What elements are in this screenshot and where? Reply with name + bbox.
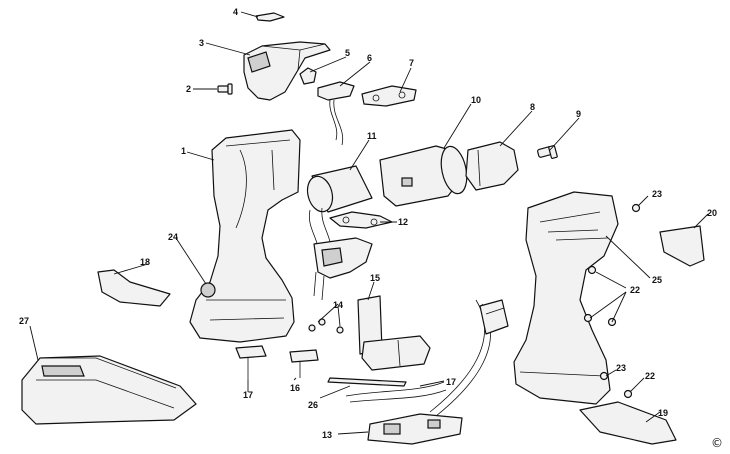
part-7-slider	[361, 85, 417, 107]
copyright-mark: ©	[711, 436, 723, 450]
callout-25: 25	[652, 275, 662, 285]
callout-8: 8	[530, 102, 535, 112]
callout-11: 11	[367, 131, 377, 141]
callout-26: 26	[308, 400, 318, 410]
part-12-gasket	[329, 211, 393, 229]
part-20-base-plate	[579, 401, 677, 445]
part-11-motor	[306, 165, 373, 261]
small-screws	[308, 203, 641, 399]
part-27-charger	[21, 355, 197, 425]
switch-trigger	[313, 237, 373, 301]
right-housing	[513, 191, 619, 405]
terminal-block	[479, 299, 509, 335]
callout-13: 13	[322, 430, 332, 440]
part-3-top-cover	[243, 41, 331, 101]
callout-17: 17	[446, 377, 456, 387]
callout-16: 16	[290, 383, 300, 393]
callout-18: 17	[243, 390, 253, 400]
part-15-battery-cells	[357, 295, 431, 371]
part-6-led-board	[317, 81, 355, 146]
callout-23-top: 23	[652, 189, 662, 199]
callout-1: 1	[181, 146, 186, 156]
callout-14: 14	[333, 300, 343, 310]
part-18-tab	[235, 345, 267, 380]
part-4-clip	[255, 12, 285, 22]
callout-9: 9	[576, 109, 581, 119]
callout-6: 6	[367, 53, 372, 63]
part-19-clip	[97, 269, 171, 307]
callout-22-bottom: 22	[645, 371, 655, 381]
part-10-gearbox	[379, 145, 468, 207]
part-1-left-housing	[189, 129, 301, 343]
part-5-knob	[299, 67, 317, 85]
callout-27: 27	[19, 316, 29, 326]
part-16-tab	[289, 349, 319, 378]
callout-15: 15	[370, 273, 380, 283]
leader-lines	[29, 11, 709, 435]
part-26-strip	[327, 377, 407, 387]
callout-21: 20	[707, 208, 717, 218]
callout-22-mid: 22	[630, 285, 640, 295]
part-9-screw	[537, 145, 558, 159]
part-13-pcb	[367, 413, 463, 445]
callout-12: 12	[398, 217, 408, 227]
callout-19: 18	[140, 257, 150, 267]
callout-20: 19	[658, 408, 668, 418]
callout-7: 7	[409, 58, 414, 68]
callout-3: 3	[199, 38, 204, 48]
callout-2: 2	[186, 84, 191, 94]
callout-labels: 4 3 2 5 6 7 10 8 9 11 1 12 24 18 15 14 2…	[19, 7, 723, 450]
part-8-chuck	[465, 141, 519, 191]
part-2-screw	[217, 83, 233, 95]
callout-5: 5	[345, 48, 350, 58]
callout-4: 4	[233, 7, 238, 17]
callout-10: 10	[471, 95, 481, 105]
part-21-side-panel	[659, 225, 705, 267]
callout-24: 24	[168, 232, 178, 242]
callout-23-bottom: 23	[616, 363, 626, 373]
